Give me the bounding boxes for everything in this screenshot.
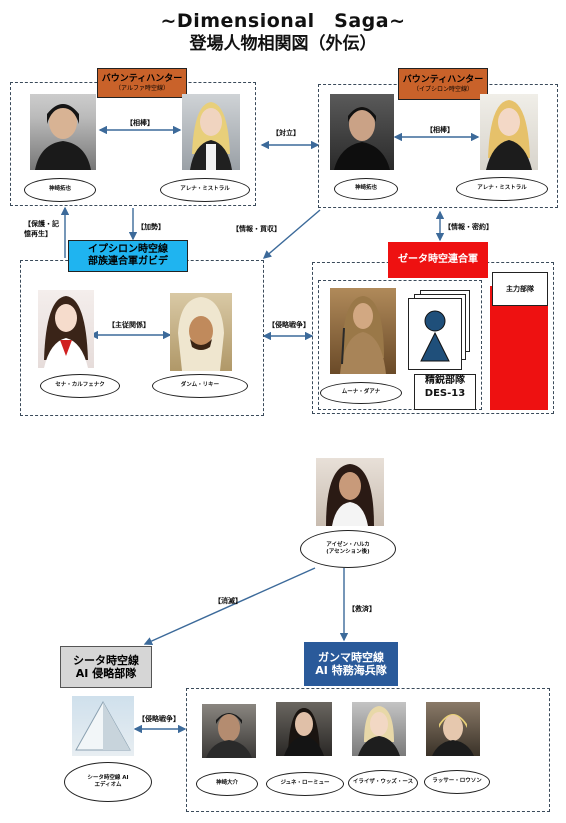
photo-kanzaki-alpha: [30, 94, 96, 170]
photo-theta-pyramid: [72, 696, 134, 756]
page-title: ~Dimensional Saga~: [160, 10, 406, 32]
photo-g4: [426, 702, 480, 756]
name-dahm: ダンム・リキー: [152, 374, 248, 398]
label-master: 【主従関係】: [108, 321, 150, 329]
group-alpha-label: バウンティハンター （アルファ時空線）: [97, 68, 187, 98]
name-muna: ムーナ・ダアナ: [320, 382, 402, 404]
pyramid-icon: [75, 700, 131, 751]
page-subtitle: 登場人物相関図（外伝）: [189, 34, 377, 54]
group-epsilon-label: バウンティハンター （イプシロン時空線）: [398, 68, 488, 100]
group-gamma: [186, 688, 550, 812]
name-g1: 神崎大介: [196, 772, 258, 796]
line-trade: [262, 209, 321, 259]
photo-muna: [330, 288, 396, 374]
photo-kanzaki-eps: [330, 94, 394, 170]
label-invasion-gamma: 【侵略戦争】: [138, 715, 180, 723]
name-arena-alpha: アレナ・ミストラル: [160, 178, 250, 202]
elite-unit-label: 精鋭部隊 DES-13: [414, 374, 476, 410]
label-destroy: 【消滅】: [214, 597, 242, 605]
name-g4: ラッサー・ロウソン: [424, 770, 490, 794]
group-gamma-label: ガンマ時空線 AI 特務海兵隊: [304, 642, 398, 686]
name-arena-eps: アレナ・ミストラル: [456, 177, 548, 201]
name-g2: ジュネ・ローミュー: [266, 772, 344, 796]
photo-dahm: [170, 293, 232, 371]
name-kanzaki-alpha: 神崎拓也: [24, 178, 96, 202]
label-oppose: 【対立】: [272, 129, 300, 137]
photo-arena-eps: [480, 94, 538, 170]
zeta-inner-box: [318, 280, 482, 410]
name-theta-ai: シータ時空線 AI エディオム: [64, 762, 152, 802]
group-epsilon-army-label: イプシロン時空線 部族連合軍ガビデ: [68, 240, 188, 272]
label-trade: 【情報・買収】: [232, 225, 281, 233]
name-g3: イライザ・ウッズ・ース: [348, 770, 418, 796]
label-join: 【加勢】: [137, 223, 165, 231]
name-kanzaki-eps: 神崎拓也: [334, 178, 398, 200]
label-save: 【救済】: [348, 605, 376, 613]
photo-seina: [38, 290, 94, 368]
photo-g2: [276, 702, 332, 756]
main-unit-label: 主力部隊: [492, 272, 548, 306]
person-silhouette-icon: [420, 310, 450, 362]
photo-g3: [352, 702, 406, 756]
photo-g1: [202, 704, 256, 758]
name-aizen: アイゼン・ハルカ (アセンション後): [300, 530, 396, 568]
label-rescue: 【保護・記憶再生】: [24, 220, 59, 238]
label-partner-eps: 【相棒】: [426, 126, 454, 134]
name-seina: セナ・カルフェナク: [40, 374, 120, 398]
main-unit-block: [490, 286, 548, 410]
group-theta-label: シータ時空線 AI 侵略部隊: [60, 646, 152, 688]
elite-card-front: [408, 298, 462, 370]
line-destroy: [143, 567, 316, 645]
photo-aizen: [316, 458, 384, 526]
photo-arena-alpha: [182, 94, 240, 170]
label-intel: 【情報・密約】: [444, 223, 493, 231]
group-zeta-label: ゼータ時空連合軍: [388, 242, 488, 278]
label-partner-alpha: 【相棒】: [126, 119, 154, 127]
label-invasion-zeta: 【侵略戦争】: [268, 321, 310, 329]
